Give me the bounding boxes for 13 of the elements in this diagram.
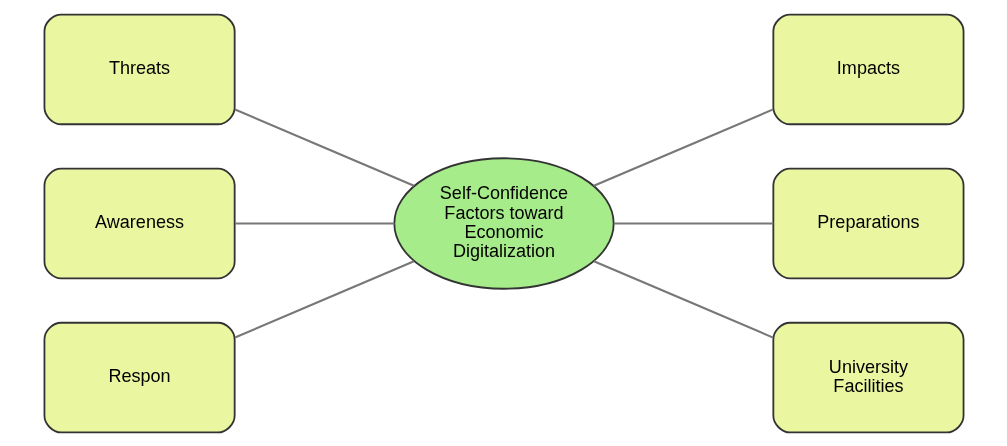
connector (234, 221, 394, 225)
node-box: Impacts (771, 13, 964, 125)
connector (592, 259, 774, 339)
connector (234, 259, 414, 338)
node-ellipse: Self-Confidence Factors toward Economic Digitalization (392, 156, 615, 290)
node-box: Awareness (43, 167, 236, 279)
node-box: University Facilities (771, 321, 964, 433)
connector (613, 221, 773, 225)
node-box: Threats (43, 13, 236, 125)
node-box: Respon (43, 321, 236, 433)
connector (234, 108, 414, 187)
node-box: Preparations (771, 167, 964, 279)
connector (592, 107, 774, 187)
